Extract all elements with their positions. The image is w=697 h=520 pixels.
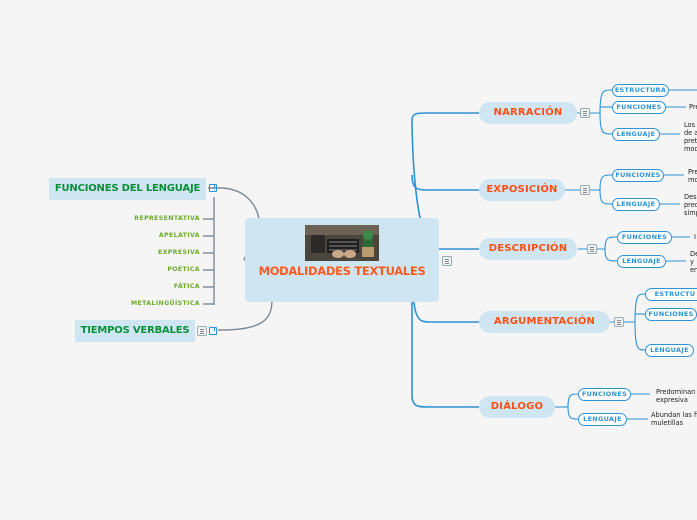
- descripcion-funciones[interactable]: FUNCIONES: [617, 231, 672, 244]
- exposicion-lenguaje[interactable]: LENGUAJE: [612, 198, 660, 211]
- exposicion-lenguaje-text-1: Des: [684, 193, 697, 201]
- exposicion-lenguaje-text-3: simp: [684, 209, 697, 217]
- narracion-estructura[interactable]: ESTRUCTURA: [612, 84, 669, 97]
- funcion-item-metalinguistica[interactable]: METALINGÜÍSTICA: [130, 300, 200, 307]
- notes-icon[interactable]: [442, 256, 452, 266]
- funcion-item-expresiva[interactable]: EXPRESIVA: [157, 249, 200, 256]
- topic-descripcion[interactable]: DESCRIPCIÓN: [479, 238, 577, 260]
- central-topic[interactable]: MODALIDADES TEXTUALES: [245, 218, 439, 302]
- descripcion-lenguaje[interactable]: LENGUAJE: [617, 255, 666, 268]
- notes-icon[interactable]: [580, 185, 590, 195]
- narracion-lenguaje-text-4: mod: [684, 145, 697, 153]
- narracion-lenguaje-text-2: de a: [684, 129, 697, 137]
- tiempos-verbales-topic[interactable]: TIEMPOS VERBALES: [75, 320, 195, 342]
- notes-icon[interactable]: [197, 326, 207, 336]
- funcion-item-representativa[interactable]: REPRESENTATIVA: [134, 215, 200, 222]
- funcion-item-fatica[interactable]: FÁTICA: [173, 283, 200, 290]
- notes-icon[interactable]: [580, 108, 590, 118]
- argumentacion-lenguaje[interactable]: LENGUAJE: [645, 344, 694, 357]
- dialogo-lenguaje-text-1: Abundan las fi: [651, 411, 697, 419]
- descripcion-funciones-text: I: [694, 233, 696, 241]
- exposicion-funciones-text-1: Pre: [688, 168, 697, 176]
- descripcion-lenguaje-text-1: De: [690, 250, 697, 258]
- funcion-item-apelativa[interactable]: APELATIVA: [158, 232, 200, 239]
- descripcion-lenguaje-text-3: en: [690, 266, 697, 274]
- funcion-item-poetica[interactable]: POÉTICA: [167, 266, 200, 273]
- topic-narracion[interactable]: NARRACIÓN: [479, 102, 577, 124]
- dialogo-funciones-text-2: expresiva: [656, 396, 688, 404]
- exposicion-funciones[interactable]: FUNCIONES: [612, 169, 664, 182]
- desk-photo-image: [305, 225, 379, 261]
- argumentacion-estructura[interactable]: ESTRUCTU: [645, 288, 697, 301]
- argumentacion-funciones[interactable]: FUNCIONES: [645, 308, 697, 321]
- topic-dialogo[interactable]: DIÁLOGO: [479, 396, 555, 418]
- funciones-del-lenguaje-topic[interactable]: FUNCIONES DEL LENGUAJE: [49, 178, 206, 200]
- central-title: MODALIDADES TEXTUALES: [258, 264, 426, 278]
- narracion-lenguaje-text-1: Los: [684, 121, 696, 129]
- descripcion-lenguaje-text-2: y: [690, 258, 694, 266]
- notes-icon[interactable]: [614, 317, 624, 327]
- exposicion-lenguaje-text-2: pred: [684, 201, 697, 209]
- exposicion-funciones-text-2: mo: [688, 176, 697, 184]
- link-icon[interactable]: [209, 327, 217, 335]
- topic-exposicion[interactable]: EXPOSICIÓN: [479, 179, 565, 201]
- narracion-lenguaje-text-3: pret: [684, 137, 697, 145]
- dialogo-lenguaje[interactable]: LENGUAJE: [578, 413, 627, 426]
- narracion-lenguaje[interactable]: LENGUAJE: [612, 128, 660, 141]
- topic-argumentacion[interactable]: ARGUMENTACIÓN: [479, 311, 610, 333]
- link-icon[interactable]: [209, 184, 217, 192]
- dialogo-funciones-text-1: Predominan: [656, 388, 696, 396]
- narracion-funciones-text: Pre: [689, 103, 697, 111]
- notes-icon[interactable]: [587, 244, 597, 254]
- dialogo-lenguaje-text-2: muletillas: [651, 419, 684, 427]
- dialogo-funciones[interactable]: FUNCIONES: [578, 388, 631, 401]
- narracion-funciones[interactable]: FUNCIONES: [612, 101, 666, 114]
